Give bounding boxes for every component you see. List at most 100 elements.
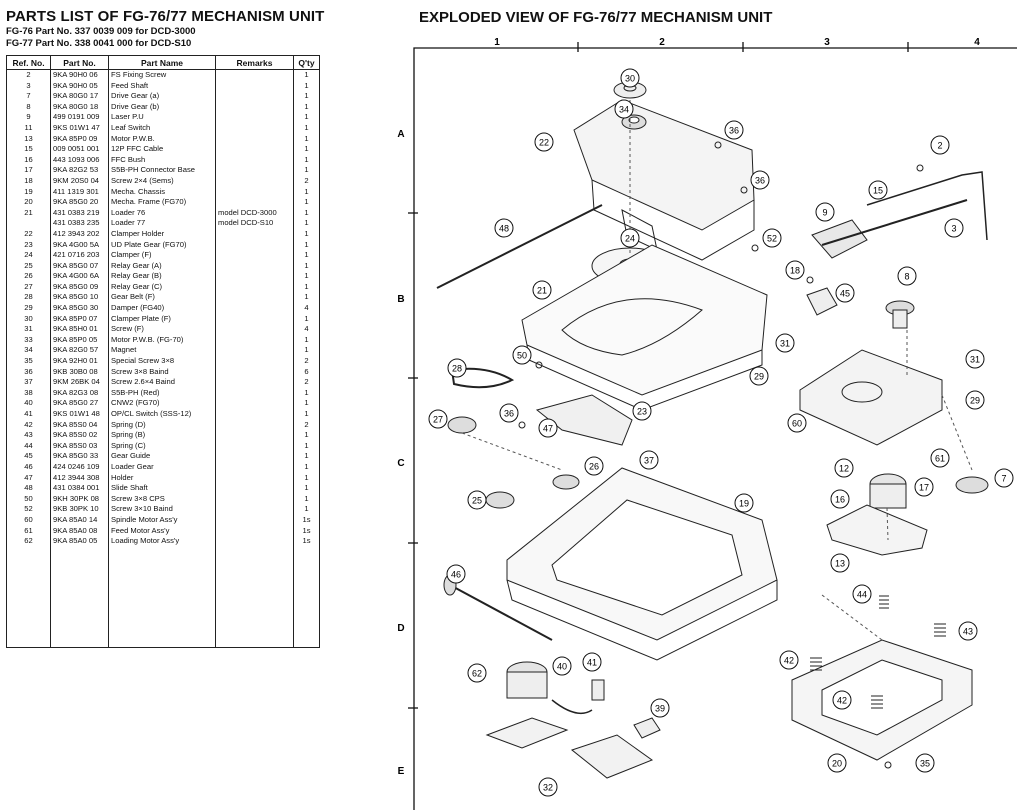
row-ref-no: 48 [6,483,51,494]
row-remarks [215,144,294,155]
callout-label: 15 [873,186,883,196]
callout-label: 46 [451,570,461,580]
row-part-name: Special Screw 3×8 [108,356,216,367]
row-remarks [215,69,294,81]
row-ref-no: 34 [6,345,51,357]
row-part-no: 443 1093 006 [50,154,109,166]
row-part-no: 9KA 85G0 09 [50,281,109,293]
row-ref-no: 47 [6,472,51,484]
callout-bubble: 45 [835,283,855,303]
parts-list-title: PARTS LIST OF FG-76/77 MECHANISM UNIT [6,8,325,25]
row-part-no: 9KA 80G0 17 [50,91,109,102]
row-part-name: Motor P.W.B. [108,133,216,145]
callout-label: 42 [784,656,794,666]
callout-label: 19 [739,499,749,509]
row-part-name: Leaf Switch [108,122,216,134]
callout-bubble: 61 [930,448,950,468]
row-remarks [215,398,294,409]
row-part-name: Relay Gear (A) [108,260,216,272]
row-part-no: 9KB 30PK 10 [50,504,109,515]
row-qty: 1 [293,430,320,441]
callout-bubble: 36 [724,120,744,140]
row-part-no: 9KM 20S0 04 [50,175,109,187]
row-remarks [215,440,294,452]
callout-bubble: 42 [779,650,799,670]
callout-label: 16 [835,495,845,505]
row-ref-no: 42 [6,419,51,431]
row-qty: 1 [293,228,320,240]
row-ref-no: 38 [6,387,51,399]
callout-bubble: 28 [447,358,467,378]
callout-label: 8 [904,272,909,282]
callout-label: 36 [755,176,765,186]
row-part-name: Slide Shaft [108,483,216,494]
row-ref-no: 43 [6,430,51,441]
row-part-name: Spring (D) [108,419,216,431]
row-part-name: Screw 2.6×4 Baind [108,377,216,388]
row-qty: 1s [293,536,320,547]
callout-label: 44 [857,590,867,600]
callout-bubble: 32 [538,777,558,797]
row-ref-no: 9 [6,112,51,123]
callout-bubble: 60 [787,413,807,433]
row-marker: D [397,623,404,634]
row-ref-no: 62 [6,536,51,547]
callout-label: 27 [433,415,443,425]
row-ref-no: 23 [6,239,51,251]
callout-label: 36 [504,409,514,419]
row-ref-no: 27 [6,281,51,293]
row-part-no: 9KB 30B0 08 [50,366,109,378]
row-part-no: 412 3944 308 [50,472,109,484]
callout-bubble: 24 [620,228,640,248]
callout-circle [499,403,519,423]
row-part-no: 9KH 30PK 08 [50,493,109,505]
callout-bubble: 40 [552,656,572,676]
row-part-no: 009 0051 001 [50,144,109,155]
row-ref-no: 61 [6,525,51,537]
row-ref-no: 45 [6,451,51,462]
callout-circle [930,135,950,155]
callout-label: 26 [589,462,599,472]
callout-label: 24 [625,234,635,244]
row-remarks [215,483,294,494]
callout-bubble: 20 [827,753,847,773]
callout-bubble: 36 [499,403,519,423]
row-part-name: Clamper (F) [108,250,216,261]
row-part-no: 9KA 85G0 20 [50,197,109,208]
row-part-name: Drive Gear (b) [108,101,216,113]
callout-circle [835,283,855,303]
row-ref-no: 7 [6,91,51,102]
row-part-name: Motor P.W.B. (FG-70) [108,334,216,346]
row-part-name: Laser P.U [108,112,216,123]
row-part-name: Drive Gear (a) [108,91,216,102]
row-part-no: 9KA 85A0 08 [50,525,109,537]
row-ref-no [6,218,51,229]
row-remarks [215,165,294,176]
callout-label: 17 [919,483,929,493]
row-remarks [215,313,294,325]
row-ref-no: 13 [6,133,51,145]
callout-circle [494,218,514,238]
column-marker: 1 [494,37,500,48]
callout-bubble: 39 [650,698,670,718]
row-remarks [215,334,294,346]
callout-circle [868,180,888,200]
row-part-name: Spring (B) [108,430,216,441]
row-ref-no: 31 [6,324,51,335]
row-remarks [215,101,294,113]
row-part-no: 411 1319 301 [50,186,109,198]
row-remarks [215,112,294,123]
row-part-name: FS Fixing Screw [108,69,216,81]
column-marker: 3 [824,37,830,48]
callout-label: 29 [754,372,764,382]
row-ref-no: 44 [6,440,51,452]
